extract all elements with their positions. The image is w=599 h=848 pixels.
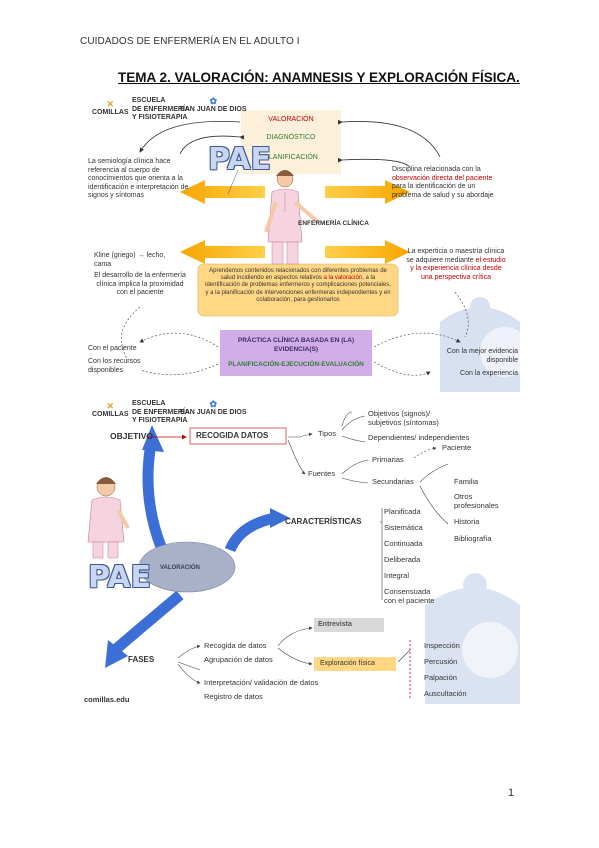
escuela-logo: ESCUELA DE ENFERMERÍA Y FISIOTERAPIA (132, 97, 190, 123)
step-diagnostico: DIAGNÓSTICO (266, 134, 316, 141)
watermark-cross (440, 297, 520, 392)
fase-registro: Registro de datos (204, 692, 263, 701)
pae-diagram-panel: ✕ COMILLAS ESCUELA DE ENFERMERÍA Y FISIO… (80, 92, 520, 392)
exploracion-box (314, 657, 396, 671)
disciplina-text: Disciplina relacionada con la observació… (392, 166, 494, 199)
caract-integral: Integral (384, 571, 410, 580)
aprendemos-text: Aprendemos contenidos relacionados con d… (205, 268, 391, 303)
nurse-illustration-2 (87, 477, 130, 559)
fuente-historia: Historia (454, 517, 480, 526)
mejor-evidencia: Con la mejor evidencia disponible (446, 348, 518, 364)
blue-arrow-down (111, 590, 184, 655)
caract-sistematica: Sistemática (384, 523, 423, 532)
step-planificacion: PLANIFICACIÓN (264, 154, 318, 161)
escuela-line-3-2: Y FISIOTERAPIA (132, 417, 188, 424)
orange-arrow-left-top (180, 180, 265, 204)
fase-recogida: Recogida de datos (204, 641, 267, 650)
valoracion-label: VALORACIÓN (160, 565, 200, 571)
exploracion-inspeccion: Inspección (424, 641, 460, 650)
exploracion-label: Exploración física (320, 660, 375, 667)
practica-title: PRÁCTICA CLÍNICA BASADA EN (LA) EVIDENCI… (237, 337, 355, 353)
panel1-graphics (120, 110, 520, 392)
escuela-line-2: DE ENFERMERÍA (132, 105, 190, 113)
escuela-line-1: ESCUELA (132, 97, 166, 104)
san-juan-logo-text-2: SAN JUAN DE DIOS (180, 408, 247, 416)
exploracion-auscultacion: Auscultación (424, 689, 467, 698)
tipos-item-objetivos: Objetivos (signos)/ (368, 409, 431, 418)
objetivo-label: OBJETIVO (110, 431, 153, 441)
fase-agrupacion: Agrupación de datos (204, 655, 273, 664)
caract-consensuada: Consensuada (384, 587, 431, 596)
fuentes-label: Fuentes (308, 469, 336, 478)
san-juan-logo-2: ✿ SAN JUAN DE DIOS (180, 400, 247, 417)
orange-arrow-left-bottom (180, 240, 265, 264)
san-juan-emblem-icon-2: ✿ (209, 400, 218, 409)
semiologia-text: La semiología clínica hace referencia al… (88, 158, 189, 199)
con-la-experiencia: Con la experiencia (460, 370, 518, 377)
fases-label: FASES (128, 655, 155, 664)
escuela-line-3: Y FISIOTERAPIA (132, 114, 188, 121)
practice-box (220, 330, 372, 376)
fuente-otros: Otros (454, 492, 473, 501)
watermark-cross-2 (425, 573, 520, 704)
blue-arrow-right (224, 512, 277, 553)
comillas-logo: ✕ COMILLAS (92, 100, 129, 117)
steps-box (241, 110, 341, 174)
escuela-line-2-2: DE ENFERMERÍA (132, 408, 190, 416)
escuela-line-1-2: ESCUELA (132, 400, 166, 407)
valoracion-diagram-panel: ✕ COMILLAS ESCUELA DE ENFERMERÍA Y FISIO… (80, 400, 520, 704)
fase-interpretacion: Interpretación/ validación de datos (204, 678, 319, 687)
exploracion-percusion: Percusión (424, 657, 458, 666)
pae-label-2: PAE (88, 560, 151, 595)
caract-continuada: Continuada (384, 539, 423, 548)
escuela-logo-2: ESCUELA DE ENFERMERÍA Y FISIOTERAPIA (132, 400, 190, 426)
secundarias-label: Secundarias (372, 477, 414, 486)
caract-planificada: Planificada (384, 507, 421, 516)
comillas-logo-text-2: COMILLAS (92, 410, 129, 418)
caract-deliberada: Deliberada (384, 555, 421, 564)
nurse-illustration (264, 170, 320, 265)
page-header: CUIDADOS DE ENFERMERÍA EN EL ADULTO I (80, 36, 300, 47)
pae-label: PAE (208, 142, 271, 177)
entrevista-label: Entrevista (318, 621, 352, 628)
san-juan-logo: ✿ SAN JUAN DE DIOS (180, 97, 247, 114)
comillas-emblem-icon: ✕ (106, 99, 115, 109)
desarrollo-text: El desarrollo de la enfermería clínica i… (94, 272, 186, 296)
comillas-logo-2: ✕ COMILLAS (92, 402, 129, 419)
primarias-label: Primarias (372, 455, 404, 464)
kline-text: Kline (griego) → lecho, cama (94, 252, 166, 268)
con-los-recursos: Con los recursos disponibles (88, 358, 141, 374)
experticia-text: La experticia o maestría clínica se adqu… (406, 248, 506, 281)
fuente-familia: Familia (454, 477, 479, 486)
tipos-label: Tipos (318, 429, 337, 438)
con-el-paciente: Con el paciente (88, 345, 137, 352)
fuente-profesionales: profesionales (454, 501, 499, 510)
orange-arrow-right-top (325, 180, 410, 204)
valoracion-ellipse (138, 541, 236, 593)
paciente-label: Paciente (442, 443, 472, 452)
footer-domain: comillas.edu (84, 695, 130, 704)
practica-sub: PLANIFICACIÓN-EJECUCIÓN-EVALUACIÓN (228, 361, 364, 368)
entrevista-box (314, 618, 384, 632)
recogida-datos-label: RECOGIDA DATOS (196, 431, 269, 440)
page-number: 1 (508, 787, 515, 799)
san-juan-logo-text: SAN JUAN DE DIOS (180, 105, 247, 113)
comillas-emblem-icon-2: ✕ (106, 401, 115, 411)
orange-arrow-right-bottom (325, 240, 410, 264)
exploracion-palpacion: Palpación (424, 673, 457, 682)
fuente-bibliografia: Bibliografía (454, 534, 492, 543)
comillas-logo-text: COMILLAS (92, 108, 129, 116)
san-juan-emblem-icon: ✿ (209, 96, 218, 106)
caracteristicas-label: CARACTERÍSTICAS (285, 517, 362, 526)
step-valoracion: VALORACIÓN (268, 116, 314, 123)
panel2-graphics (87, 411, 520, 704)
tipos-item-dependientes: Dependientes/ independientes (368, 433, 470, 442)
tipos-item-subjetivos: subjetivos (síntomas) (368, 418, 439, 427)
caract-con-el-paciente: con el paciente (384, 596, 435, 605)
page-title: TEMA 2. VALORACIÓN: ANAMNESIS Y EXPLORAC… (118, 70, 520, 85)
enfermeria-clinica-label: ENFERMERÍA CLÍNICA (298, 220, 369, 227)
